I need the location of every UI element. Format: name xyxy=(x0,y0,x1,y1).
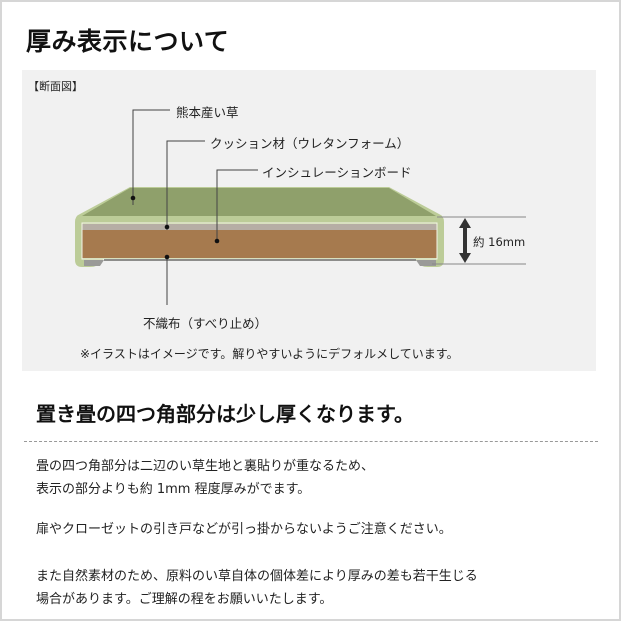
insulation-board-layer xyxy=(82,230,437,258)
cushion-marker-dot xyxy=(164,224,170,230)
section-heading: 置き畳の四つ角部分は少し厚くなります。 xyxy=(36,402,414,426)
paragraph-line-1: 畳の四つ角部分は二辺のい草生地と裏貼りが重なるため、 xyxy=(36,459,375,474)
thickness-dimension: 約 16mm xyxy=(473,235,526,249)
igusa-top-layer xyxy=(82,188,436,216)
layer-label-igusa: 熊本産い草 xyxy=(176,105,239,120)
layer-label-insulation: インシュレーションボード xyxy=(262,165,412,180)
insulation-marker-dot xyxy=(214,238,220,244)
igusa-marker-dot xyxy=(130,195,136,201)
paragraph-line-4: また自然素材のため、原料のい草自体の個体差により厚みの差も若干生じる xyxy=(36,569,478,584)
paragraph-line-2: 表示の部分よりも約 1mm 程度厚みがでます。 xyxy=(36,482,311,497)
nonwoven-marker-dot xyxy=(164,254,170,260)
paragraph-line-5: 場合があります。ご理解の程をお願いいたします。 xyxy=(36,592,333,607)
page-title: 厚み表示について xyxy=(26,27,230,56)
paragraph-line-3: 扉やクローゼットの引き戸などが引っ掛からないようご注意ください。 xyxy=(36,522,452,537)
layer-label-cushion: クッション材（ウレタンフォーム） xyxy=(210,136,410,151)
dotted-divider xyxy=(24,441,598,442)
dimension-arrow-icon xyxy=(459,218,471,263)
cross-section-label: 【断面図】 xyxy=(28,80,83,93)
illustration-note: ※イラストはイメージです。解りやすいようにデフォルメしています。 xyxy=(80,347,459,361)
layer-label-non-woven: 不織布（すべり止め） xyxy=(143,316,268,331)
cushion-layer xyxy=(82,224,437,230)
